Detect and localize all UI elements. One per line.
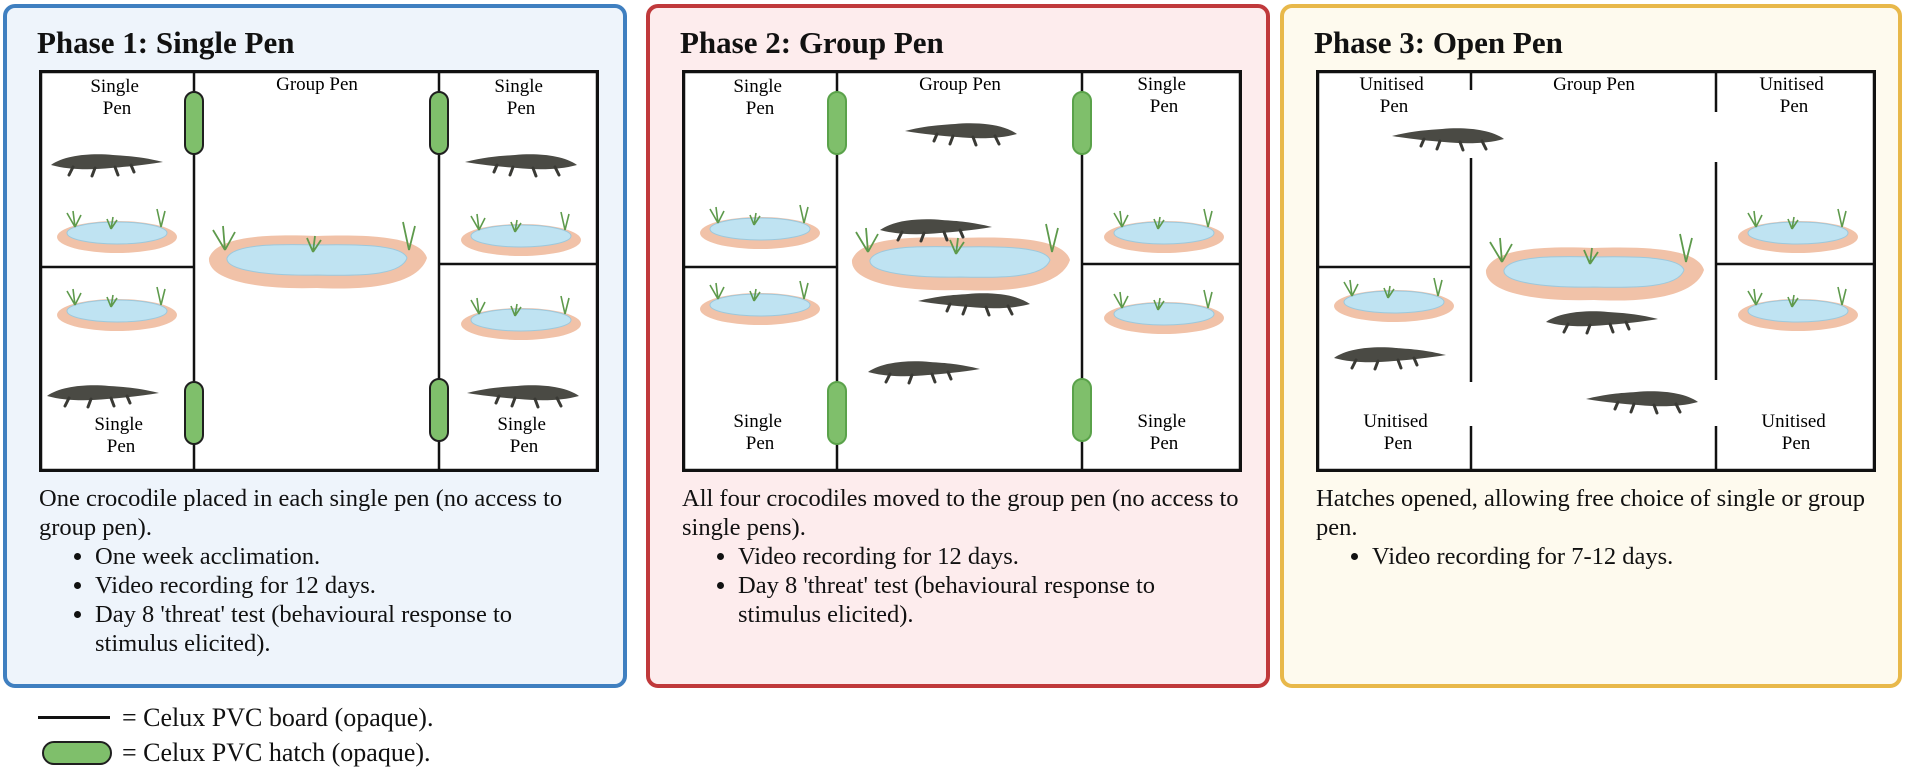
bullet-item: Day 8 'threat' test (behavioural respons… [95,600,599,658]
pool-icon [1738,286,1858,331]
pool-icon [1738,208,1858,253]
bullet-item: Day 8 'threat' test (behavioural respons… [738,571,1242,629]
phase-3-title: Phase 3: Open Pen [1314,25,1563,60]
pen-label-top-right: Unitised Pen [1759,74,1828,117]
phase-2-panel: Phase 2: Group Pen [646,4,1270,688]
pool-icon [1104,208,1224,253]
pool-icon [57,286,177,331]
pool-icon [461,295,581,340]
hatch-bottom-left [184,381,204,445]
pool-icon [851,223,1070,291]
phase-3-bullets: Video recording for 7-12 days. [1316,542,1876,571]
phase-1-pen-diagram: Single Pen Group Pen Single Pen Single P… [39,70,599,472]
bullet-item: One week acclimation. [95,542,599,571]
phase-2-description: All four crocodiles moved to the group p… [682,484,1242,629]
crocodile-icon [51,154,163,178]
pool-icon [461,211,581,256]
pen-label-group: Group Pen [1553,74,1635,95]
crocodile-icon [47,385,159,409]
pen-label-bottom-left: Single Pen [94,414,147,457]
pen-label-top-right: Single Pen [1137,74,1190,117]
pen-label-bottom-right: Unitised Pen [1761,411,1830,454]
pen-label-top-left: Single Pen [733,76,786,119]
pen-label-bottom-left: Unitised Pen [1363,411,1432,454]
pen-label-top-left: Unitised Pen [1359,74,1428,117]
crocodile-icon [1392,128,1504,152]
hatch-icon [38,738,112,768]
pen-label-group: Group Pen [276,74,358,95]
legend: = Celux PVC board (opaque). = Celux PVC … [38,700,433,770]
phase-3-panel: Phase 3: Open Pen [1280,4,1902,688]
hatch-top-right [429,91,449,155]
legend-board-label: = Celux PVC board (opaque). [122,702,434,732]
pool-icon [700,204,820,249]
pool-icon [1485,233,1704,301]
pen-label-top-right: Single Pen [494,76,547,119]
pen-label-bottom-right: Single Pen [497,414,550,457]
phase-1-panel: Phase 1: Single Pen [3,4,627,688]
crocodile-icon [880,219,992,243]
pen-label-bottom-left: Single Pen [733,411,786,454]
legend-row-hatch: = Celux PVC hatch (opaque). [38,735,433,770]
crocodile-icon [1586,391,1698,415]
pen-label-bottom-right: Single Pen [1137,411,1190,454]
legend-hatch-label: = Celux PVC hatch (opaque). [122,737,431,767]
pen-label-group: Group Pen [919,74,1001,95]
hatch-top-left [827,91,847,155]
crocodile-icon [905,123,1017,147]
bullet-item: Video recording for 7-12 days. [1372,542,1876,571]
bullet-item: Video recording for 12 days. [738,542,1242,571]
phase-3-pen-diagram: Unitised Pen Group Pen Unitised Pen Unit… [1316,70,1876,472]
phase-2-pen-diagram: Single Pen Group Pen Single Pen Single P… [682,70,1242,472]
pool-icon [57,208,177,253]
crocodile-icon [1334,347,1446,371]
phase-3-description: Hatches opened, allowing free choice of … [1316,484,1876,571]
bullet-item: Video recording for 12 days. [95,571,599,600]
legend-row-board: = Celux PVC board (opaque). [38,700,433,735]
crocodile-icon [465,154,577,178]
phase-3-summary: Hatches opened, allowing free choice of … [1316,485,1866,541]
pool-icon [208,221,427,289]
crocodile-icon [1546,311,1658,335]
hatch-top-right [1072,91,1092,155]
phase-2-summary: All four crocodiles moved to the group p… [682,485,1239,541]
phase-1-bullets: One week acclimation. Video recording fo… [39,542,599,658]
crocodile-icon [467,385,579,409]
pool-icon [700,280,820,325]
phase-1-description: One crocodile placed in each single pen … [39,484,599,658]
crocodile-icon [918,293,1030,317]
phase-2-bullets: Video recording for 12 days. Day 8 'thre… [682,542,1242,629]
phase-1-summary: One crocodile placed in each single pen … [39,485,563,541]
enclosure-outer-wall [1316,70,1876,472]
crocodile-icon [868,361,980,385]
pen-label-top-left: Single Pen [90,76,143,119]
phase-2-title: Phase 2: Group Pen [680,25,944,60]
hatch-bottom-right [1072,378,1092,442]
enclosure-outer-wall [682,70,1242,472]
hatch-bottom-right [429,378,449,442]
hatch-top-left [184,91,204,155]
enclosure-outer-wall [39,70,599,472]
phase-1-title: Phase 1: Single Pen [37,25,295,60]
pool-icon [1104,289,1224,334]
hatch-bottom-left [827,381,847,445]
pool-icon [1334,277,1454,322]
board-line-icon [38,703,112,733]
